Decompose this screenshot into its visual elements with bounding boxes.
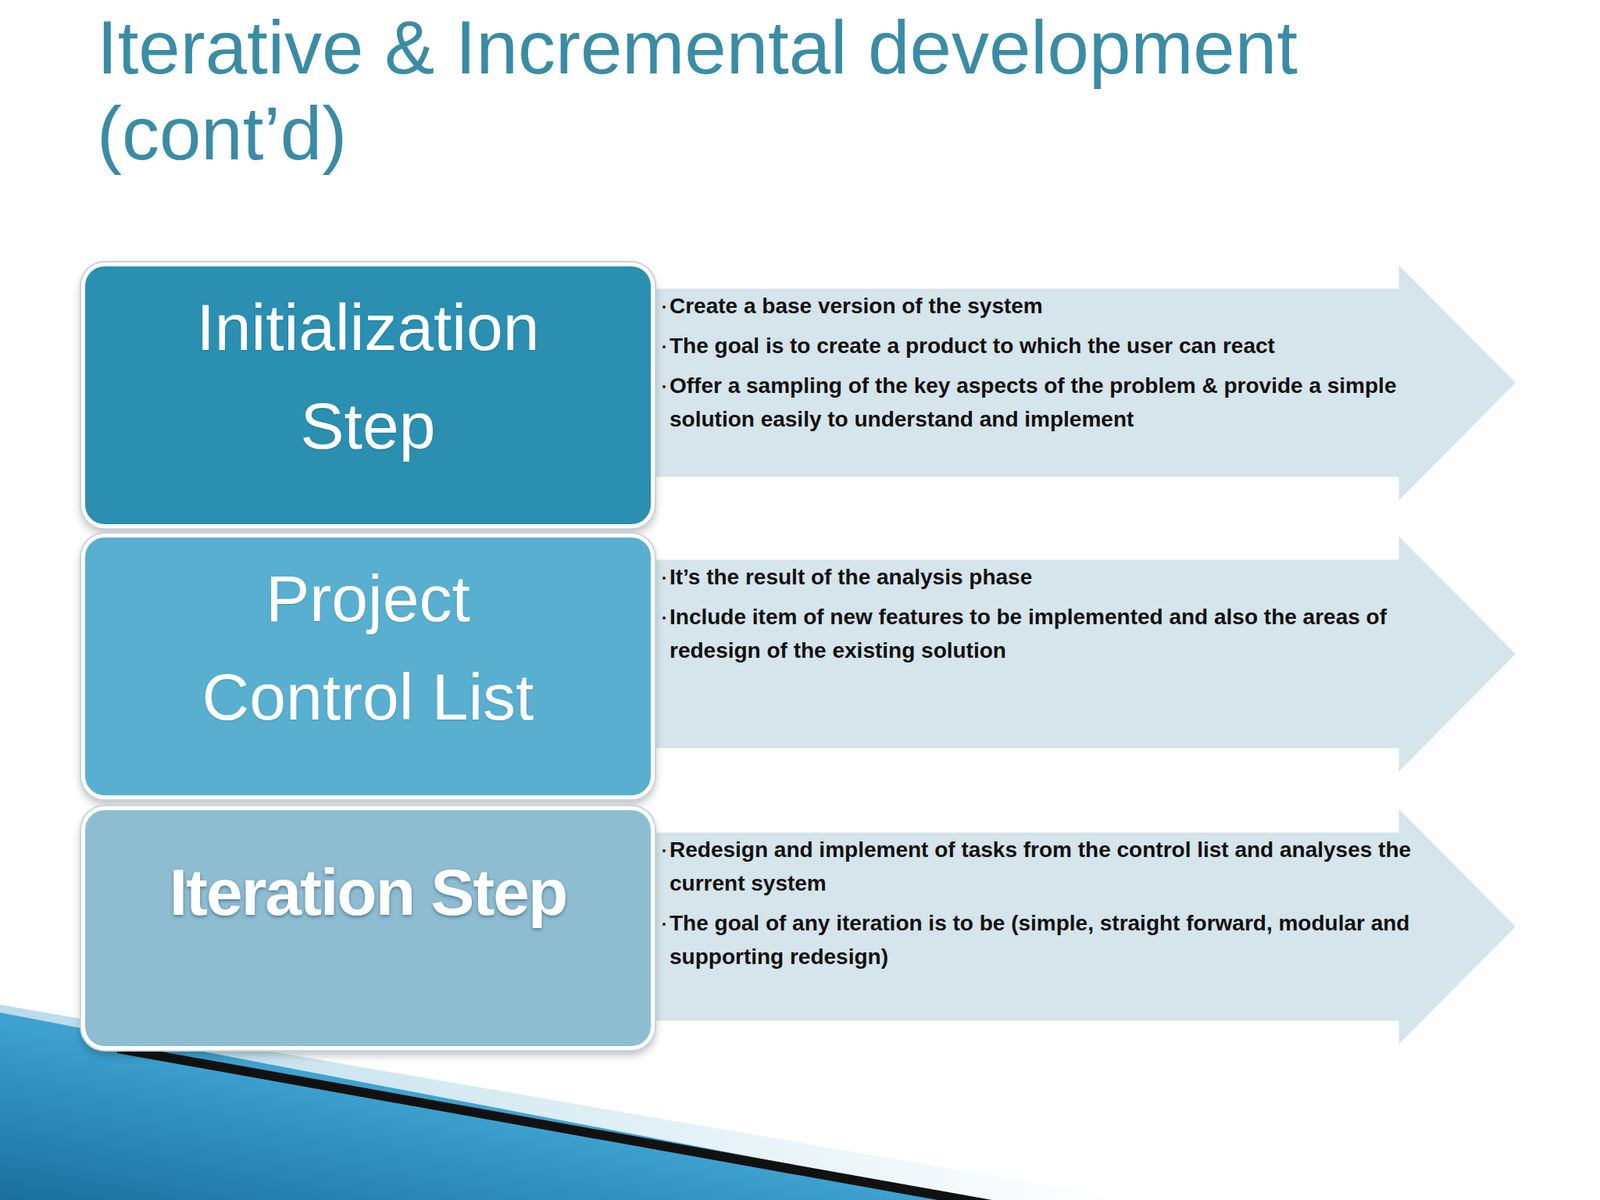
step-label: Initialization Step bbox=[164, 278, 572, 475]
bullet-text: Include item of new features to be imple… bbox=[667, 600, 1430, 668]
description-arrow: Redesign and implement of tasks from the… bbox=[640, 806, 1518, 1047]
arrow-outline bbox=[640, 533, 1518, 775]
description-arrow: It’s the result of the analysis phaseInc… bbox=[640, 533, 1518, 775]
bullet-text: Redesign and implement of tasks from the… bbox=[667, 832, 1430, 900]
step-label: Iteration Step bbox=[169, 842, 568, 942]
step-box: Iteration Step bbox=[81, 806, 655, 1050]
bullet-text: Offer a sampling of the key aspects of t… bbox=[667, 368, 1430, 436]
bullet-text: The goal of any iteration is to be (simp… bbox=[667, 906, 1430, 974]
bullet-list: Create a base version of the systemThe g… bbox=[640, 262, 1430, 436]
bullet-list: It’s the result of the analysis phaseInc… bbox=[640, 533, 1430, 668]
arrow-outline bbox=[640, 806, 1518, 1047]
bullet-text: The goal is to create a product to which… bbox=[667, 328, 1430, 363]
step-box: Initialization Step bbox=[81, 262, 655, 529]
black-stripe bbox=[117, 1043, 993, 1200]
step-label: Project Control List bbox=[172, 549, 564, 747]
bullet-text: Create a base version of the system bbox=[667, 289, 1430, 323]
step-box: Project Control List bbox=[81, 533, 655, 800]
slide-title: Iterative & Incremental development (con… bbox=[96, 4, 1425, 177]
description-arrow: Create a base version of the systemThe g… bbox=[640, 262, 1518, 504]
bullet-text: It’s the result of the analysis phase bbox=[667, 560, 1430, 594]
bullet-list: Redesign and implement of tasks from the… bbox=[640, 806, 1430, 974]
arrow-outline bbox=[640, 262, 1518, 504]
